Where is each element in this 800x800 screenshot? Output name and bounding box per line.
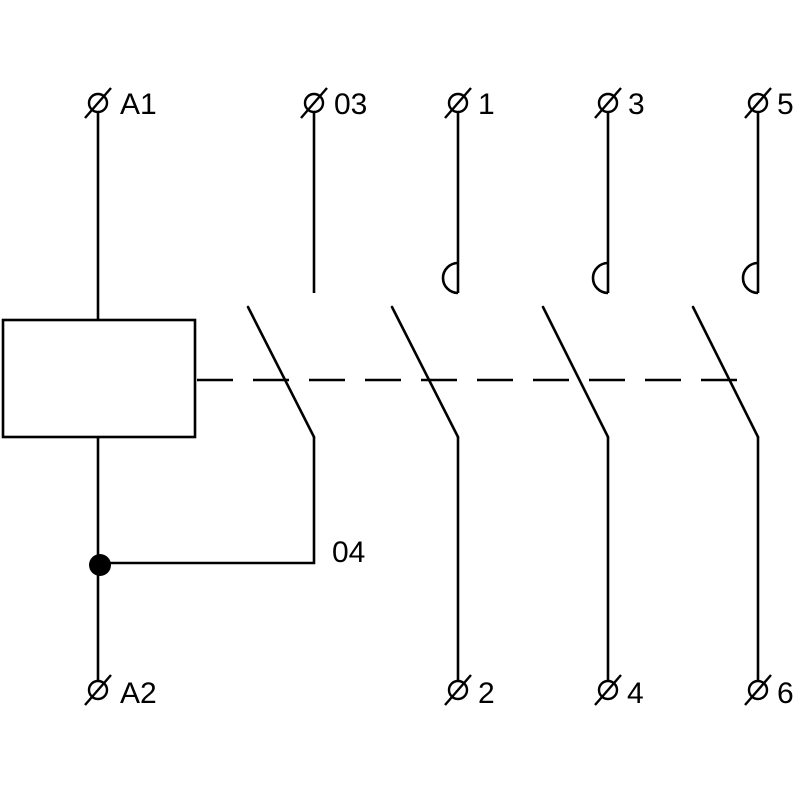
label-2: 2 [478, 677, 495, 710]
main-contact-1: 1 2 [390, 87, 495, 710]
label-4: 4 [627, 677, 644, 710]
terminal-6-slash [744, 674, 772, 706]
terminal-03-slash [300, 87, 328, 119]
terminal-a2-slash [84, 674, 112, 706]
terminal-6-circle [747, 679, 769, 701]
aux-moving-blade [246, 305, 316, 439]
main-5-arc-chute [741, 261, 759, 295]
coil-circuit: A1 A2 [1, 87, 197, 710]
main-3-arc-chute [591, 261, 609, 295]
terminal-1-slash [444, 87, 472, 119]
terminal-6 [744, 674, 772, 706]
label-1: 1 [478, 88, 495, 121]
terminal-2 [444, 674, 472, 706]
terminal-5-slash [744, 87, 772, 119]
main-3-moving-blade [541, 305, 610, 439]
terminal-4 [594, 674, 622, 706]
label-6: 6 [777, 677, 794, 710]
label-a1: A1 [120, 88, 157, 121]
terminal-2-slash [444, 674, 472, 706]
terminal-3-slash [594, 87, 622, 119]
label-5: 5 [777, 88, 794, 121]
aux-contact: 03 04 [100, 87, 367, 569]
label-3: 3 [628, 88, 645, 121]
terminal-2-circle [447, 679, 469, 701]
terminal-a2-circle [87, 679, 109, 701]
wire-aux-to-junction [100, 437, 316, 565]
terminal-4-slash [594, 674, 622, 706]
label-03: 03 [334, 88, 367, 121]
terminal-a2 [84, 674, 112, 706]
main-1-arc-chute [441, 261, 459, 295]
coil-box [1, 318, 197, 439]
main-contact-5: 5 6 [691, 87, 794, 710]
junction-dot [89, 554, 111, 576]
label-04: 04 [332, 536, 365, 569]
label-a2: A2 [120, 677, 157, 710]
main-1-moving-blade [390, 305, 460, 439]
main-5-moving-blade [691, 305, 760, 439]
terminal-4-circle [597, 679, 619, 701]
terminal-a1-slash [84, 87, 112, 119]
main-contact-3: 3 4 [541, 87, 645, 710]
